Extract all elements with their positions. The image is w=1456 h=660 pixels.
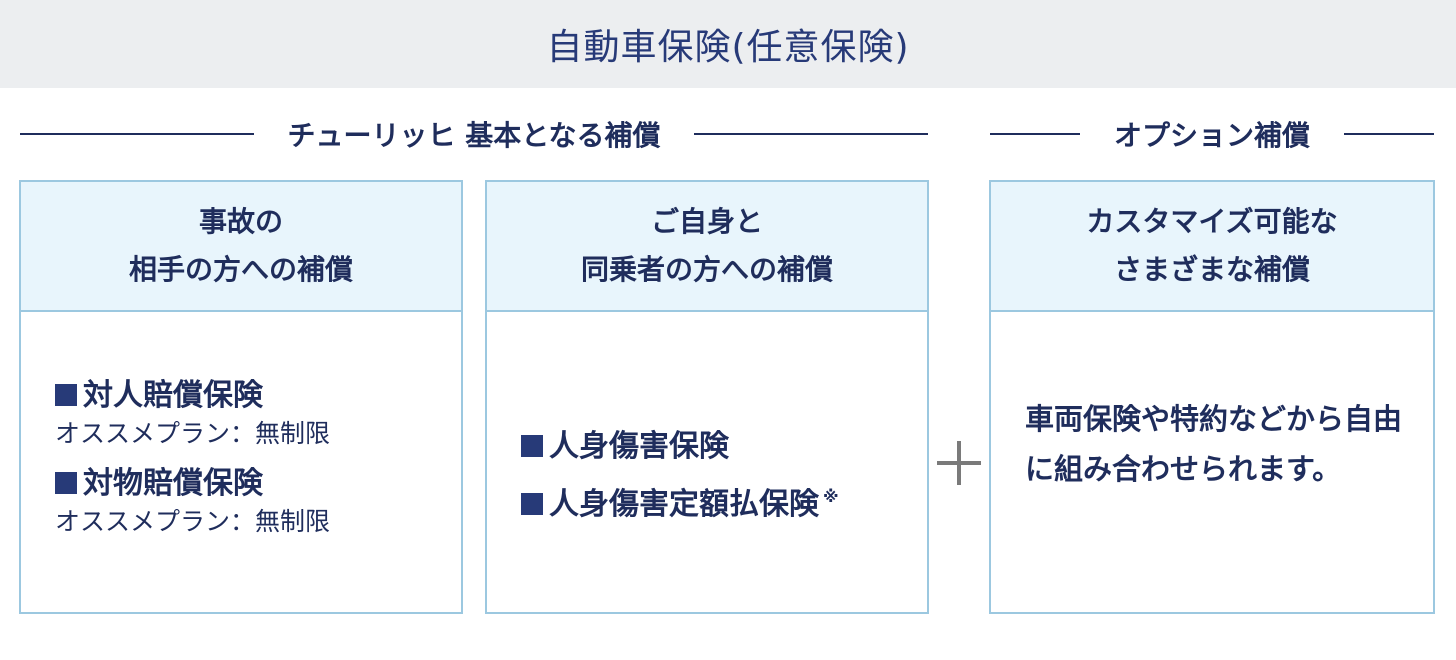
divider-line [20,133,254,135]
card-heading-line: さまざまな補償 [1113,253,1310,286]
divider-line [694,133,929,135]
coverage-list: 人身傷害保険 人身傷害定額払保険※ [521,422,839,530]
square-bullet-icon [521,435,543,457]
card-body: 車両保険や特約などから自由に組み合わせられます。 [991,312,1433,612]
coverage-item-title: 人身傷害保険 [521,422,839,472]
card-body: 人身傷害保険 人身傷害定額払保険※ [487,312,927,612]
divider-line [990,133,1080,135]
coverage-list: 対人賠償保険 オススメプラン：無制限 対物賠償保険 オススメプラン：無制限 [55,376,330,540]
card-heading: ご自身と 同乗者の方への補償 [487,182,927,312]
section-label-basic: チューリッヒ 基本となる補償 [20,112,929,156]
footnote-mark: ※ [823,487,839,506]
plus-icon [937,441,981,485]
square-bullet-icon [521,493,543,515]
divider-line [1344,133,1435,135]
card-heading-line: 同乗者の方への補償 [580,253,833,286]
card-heading-line: 相手の方への補償 [128,253,353,286]
coverage-item-title: 対物賠償保険 [55,464,330,504]
coverage-item-plan: オススメプラン：無制限 [55,507,331,536]
coverage-item-label: 人身傷害保険 [549,429,729,464]
section-label-option-text: オプション補償 [1114,119,1311,152]
card-heading: 事故の 相手の方への補償 [21,182,461,312]
card-heading-line: 事故の [198,205,283,238]
section-label-basic-text: チューリッヒ 基本となる補償 [287,119,661,152]
coverage-item-label: 人身傷害定額払保険 [549,487,819,522]
coverage-item-plan: オススメプラン：無制限 [55,419,331,448]
option-description: 車両保険や特約などから自由に組み合わせられます。 [1025,402,1403,486]
square-bullet-icon [55,472,77,494]
card-heading-line: カスタマイズ可能な [1086,205,1338,238]
card-self-coverage: ご自身と 同乗者の方への補償 人身傷害保険 人身傷害定額払保険※ [485,180,929,614]
section-label-option: オプション補償 [990,112,1435,156]
page-title: 自動車保険(任意保険) [546,27,910,68]
square-bullet-icon [55,384,77,406]
card-third-party-coverage: 事故の 相手の方への補償 対人賠償保険 オススメプラン：無制限 対物賠償保険 オ… [19,180,463,614]
card-body: 対人賠償保険 オススメプラン：無制限 対物賠償保険 オススメプラン：無制限 [21,312,461,612]
coverage-item-title: 人身傷害定額払保険※ [521,472,839,530]
card-heading-line: ご自身と [650,205,763,238]
card-heading: カスタマイズ可能な さまざまな補償 [991,182,1433,312]
card-option-coverage: カスタマイズ可能な さまざまな補償 車両保険や特約などから自由に組み合わせられま… [989,180,1435,614]
page-banner: 自動車保険(任意保険) [0,0,1456,88]
coverage-item-title: 対人賠償保険 [55,376,330,416]
coverage-item-label: 対人賠償保険 [83,378,263,413]
coverage-item-label: 対物賠償保険 [83,466,263,501]
